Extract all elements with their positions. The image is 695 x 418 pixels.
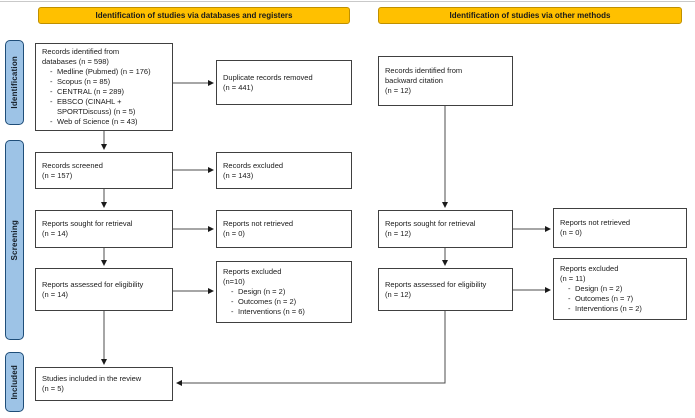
box-text-line: (n = 157): [42, 170, 73, 180]
box-text-line: (n = 12): [385, 289, 412, 299]
box-text-line: Reports sought for retrieval: [42, 219, 133, 229]
list-item-text: Outcomes (n = 7): [575, 293, 634, 303]
list-dash: -: [568, 293, 571, 303]
list-item-text: Scopus (n = 85): [57, 77, 111, 87]
stage-label-text: Identification: [10, 56, 19, 109]
list-item-text: Design (n = 2): [575, 284, 623, 294]
box-text-line: Records identified from: [385, 66, 463, 76]
box-text-line: backward citation: [385, 76, 443, 86]
list-item-text: EBSCO (CINAHL + SPORTDiscuss) (n = 5): [57, 96, 136, 116]
box-text-line: (n = 12): [385, 229, 412, 238]
box-reports-sought-retrieval-other: Reports sought for retrieval (n = 12): [378, 210, 513, 248]
list-dash: -: [50, 96, 53, 106]
box-text-line: (n = 0): [223, 229, 245, 238]
list-dash: -: [568, 303, 571, 313]
stage-label-included: Included: [5, 352, 24, 412]
list-item: -Interventions (n = 6): [231, 307, 345, 317]
list-item-text: Medline (Pubmed) (n = 176): [57, 67, 151, 77]
list-dash: -: [50, 87, 53, 96]
stage-label-identification: Identification: [5, 40, 24, 125]
list-dash: -: [50, 67, 53, 77]
list-dash: -: [231, 296, 234, 306]
list-item: -Design (n = 2): [231, 287, 345, 297]
list-dash: -: [568, 284, 571, 294]
header-label: Identification of studies via databases …: [95, 11, 293, 20]
list-dash: -: [50, 77, 53, 87]
list-item-text: Interventions (n = 6): [238, 306, 305, 316]
list-dash: -: [231, 287, 234, 297]
stage-label-screening: Screening: [5, 140, 24, 340]
box-reports-not-retrieved-other: Reports not retrieved (n = 0): [553, 208, 687, 248]
box-reports-assessed-eligibility-other: Reports assessed for eligibility (n = 12…: [378, 268, 513, 311]
box-reports-excluded-other: Reports excluded (n = 11) -Design (n = 2…: [553, 258, 687, 320]
box-text-line: (n = 12): [385, 85, 412, 95]
box-records-excluded: Records excluded (n = 143): [216, 152, 352, 189]
box-text-line: databases (n = 598): [42, 57, 109, 67]
box-text-line: Records screened: [42, 160, 103, 170]
box-text-line: Reports assessed for eligibility: [42, 279, 144, 289]
box-text-line: Duplicate records removed: [223, 72, 313, 82]
box-records-identified-backward-citation: Records identified from backward citatio…: [378, 56, 513, 106]
box-reports-excluded-databases: Reports excluded (n=10) -Design (n = 2) …: [216, 261, 352, 323]
box-text-line: (n = 11): [560, 274, 586, 284]
list-item: -Medline (Pubmed) (n = 176): [50, 67, 166, 77]
stage-label-text: Screening: [10, 219, 19, 261]
exclusion-reason-list: -Design (n = 2) -Outcomes (n = 7) -Inter…: [560, 284, 680, 314]
box-text-line: Reports assessed for eligibility: [385, 279, 487, 289]
stage-label-text: Included: [10, 364, 19, 400]
list-item: -Outcomes (n = 2): [231, 297, 345, 307]
header-other-methods: Identification of studies via other meth…: [378, 7, 682, 24]
box-records-screened: Records screened (n = 157): [35, 152, 173, 189]
list-item: -Scopus (n = 85): [50, 77, 166, 87]
list-dash: -: [50, 116, 53, 126]
list-item-text: CENTRAL (n = 289): [57, 87, 125, 96]
exclusion-reason-list: -Design (n = 2) -Outcomes (n = 2) -Inter…: [223, 287, 345, 317]
box-text-line: (n = 0): [560, 228, 582, 237]
box-text-line: Reports excluded: [223, 267, 282, 277]
box-text-line: (n = 441): [223, 82, 254, 92]
box-text-line: Reports excluded: [560, 264, 619, 274]
list-dash: -: [231, 306, 234, 316]
box-text-line: (n=10): [223, 277, 245, 287]
list-item: -Interventions (n = 2): [568, 304, 680, 314]
list-item-text: Design (n = 2): [238, 287, 286, 297]
box-studies-included-review: Studies included in the review (n = 5): [35, 367, 173, 401]
box-text-line: Studies included in the review: [42, 374, 142, 384]
box-reports-not-retrieved-databases: Reports not retrieved (n = 0): [216, 210, 352, 248]
box-text-line: (n = 143): [223, 170, 254, 180]
list-item-text: Outcomes (n = 2): [238, 296, 297, 306]
list-item: -EBSCO (CINAHL + SPORTDiscuss) (n = 5): [50, 97, 166, 117]
header-label: Identification of studies via other meth…: [449, 11, 611, 20]
box-text-line: Records identified from: [42, 47, 120, 57]
box-text-line: Reports not retrieved: [560, 218, 631, 228]
box-text-line: (n = 5): [42, 384, 64, 393]
figure-top-border: [0, 1, 695, 2]
box-reports-assessed-eligibility-databases: Reports assessed for eligibility (n = 14…: [35, 268, 173, 311]
list-item: -Design (n = 2): [568, 284, 680, 294]
database-list: -Medline (Pubmed) (n = 176) -Scopus (n =…: [42, 67, 166, 126]
header-databases-registers: Identification of studies via databases …: [38, 7, 350, 24]
list-item-text: Web of Science (n = 43): [57, 116, 138, 126]
box-reports-sought-retrieval-databases: Reports sought for retrieval (n = 14): [35, 210, 173, 248]
box-records-identified-databases: Records identified from databases (n = 5…: [35, 43, 173, 131]
box-text-line: Records excluded: [223, 160, 284, 170]
list-item-text: Interventions (n = 2): [575, 303, 642, 313]
list-item: -Web of Science (n = 43): [50, 117, 166, 127]
box-text-line: (n = 14): [42, 229, 69, 238]
box-text-line: (n = 14): [42, 289, 69, 299]
box-text-line: Reports not retrieved: [223, 219, 294, 229]
list-item: -CENTRAL (n = 289): [50, 87, 166, 97]
box-text-line: Reports sought for retrieval: [385, 219, 476, 229]
box-duplicate-records-removed: Duplicate records removed (n = 441): [216, 60, 352, 105]
list-item: -Outcomes (n = 7): [568, 294, 680, 304]
